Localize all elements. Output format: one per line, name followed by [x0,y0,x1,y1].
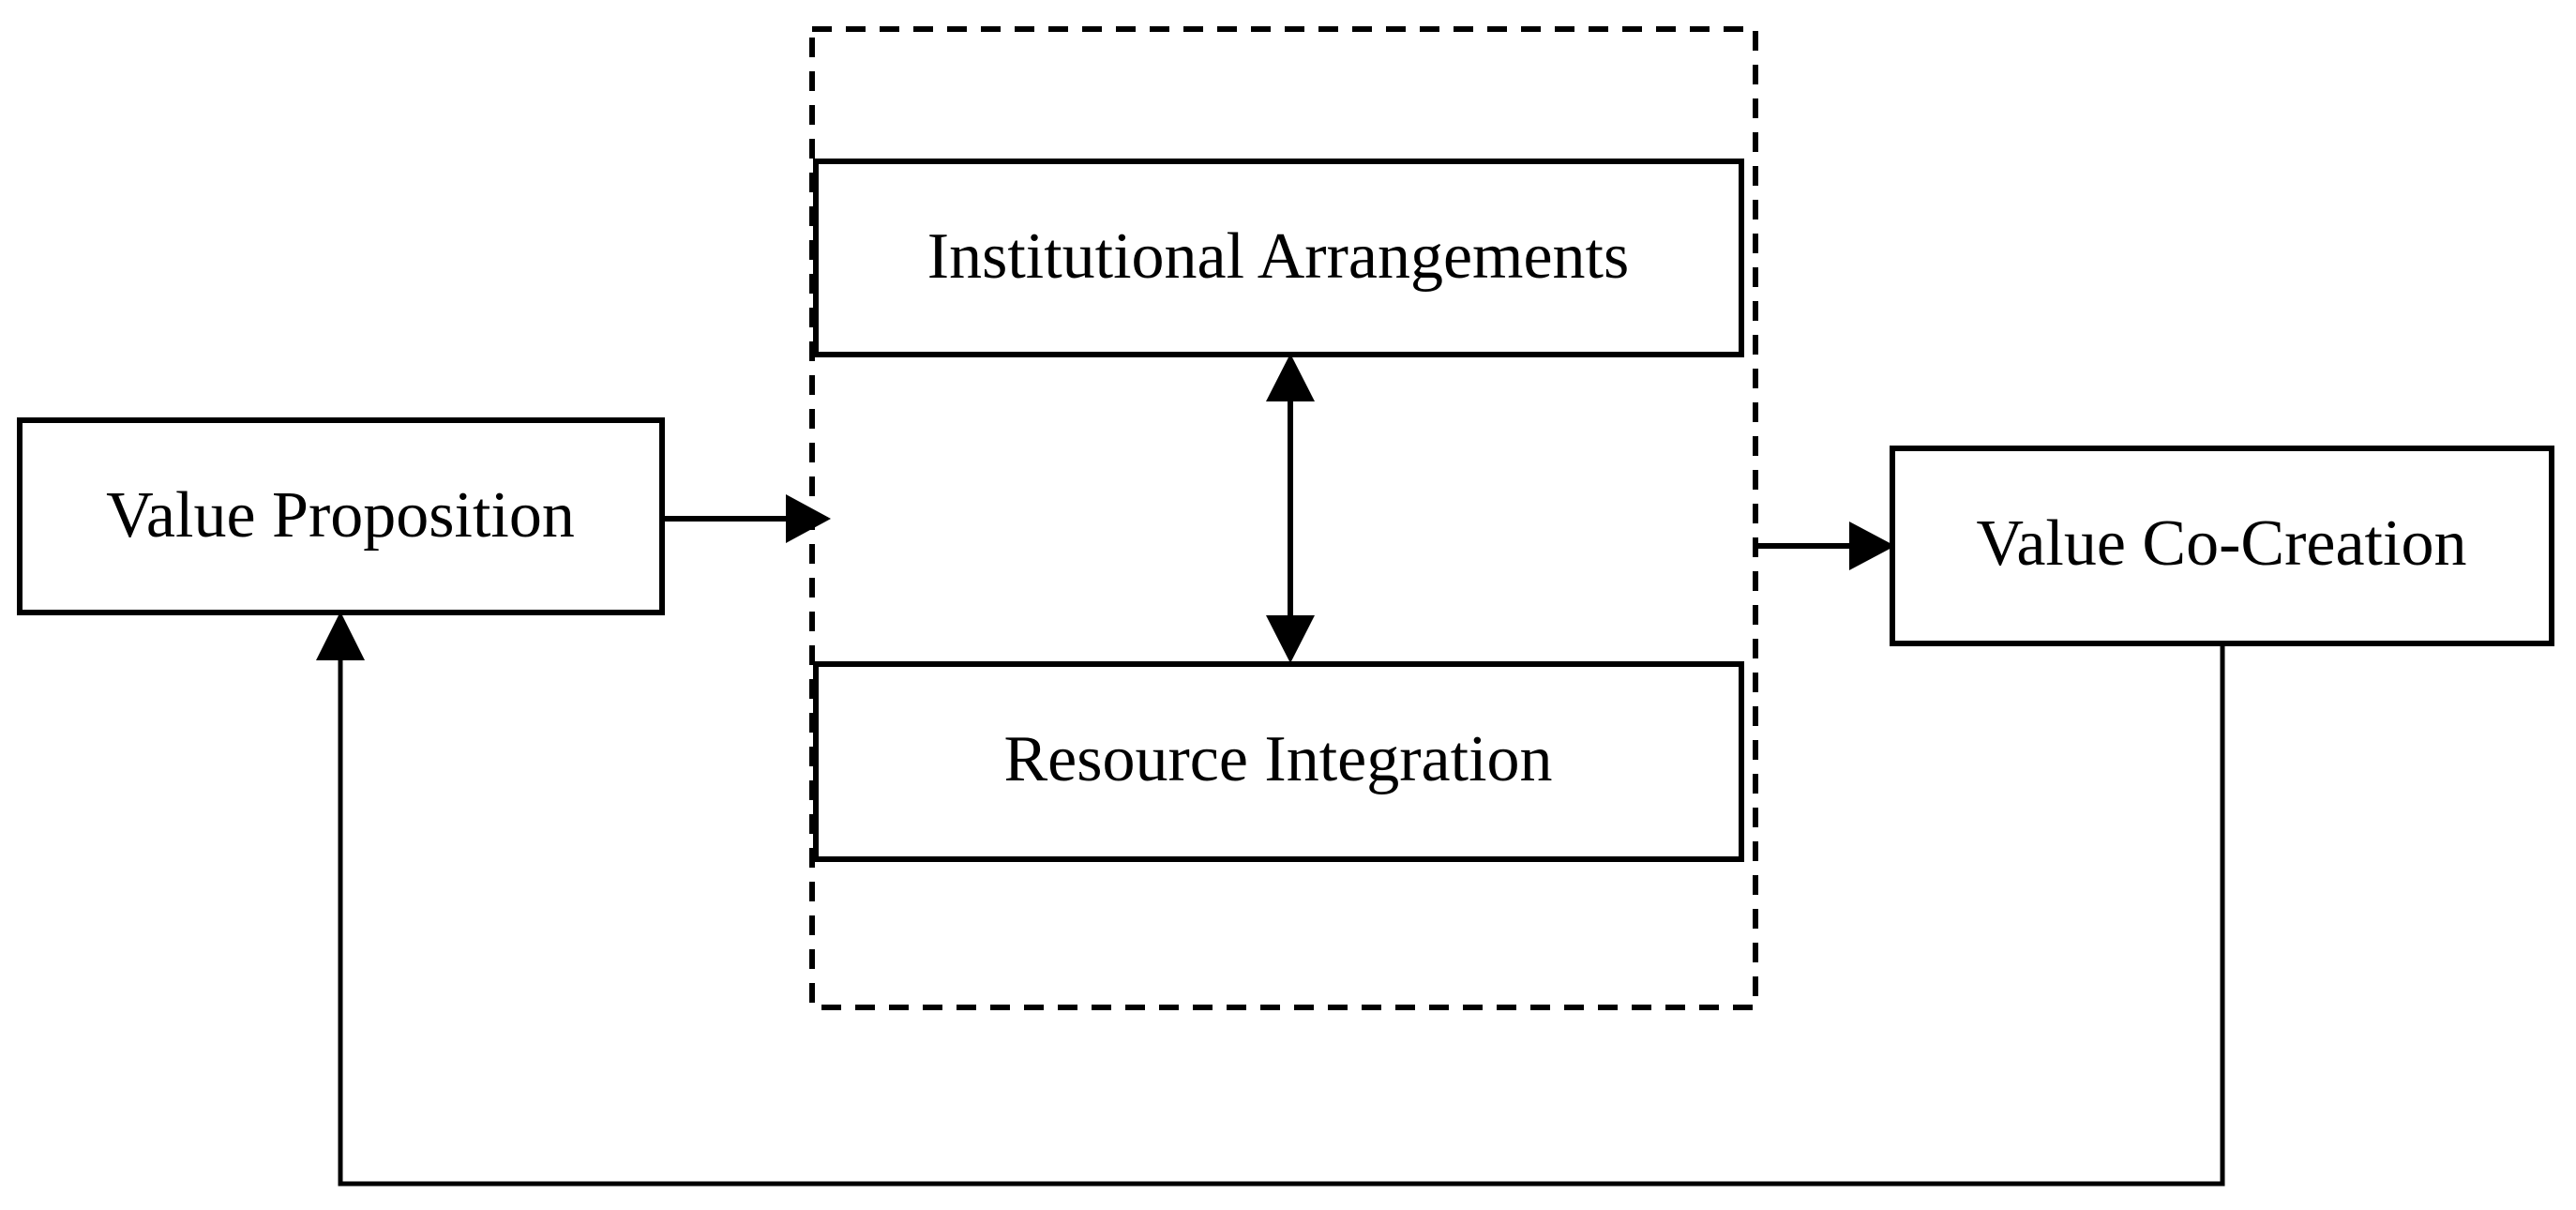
edge-bidirectional-arrowhead-down-icon [1266,615,1315,663]
edge-feedback-arrowhead-icon [316,612,365,660]
value-co-creation-box[interactable] [1890,446,2554,646]
edge-vcc-feedback-to-vp [316,612,2225,1187]
node-value-co-creation[interactable]: Value Co-Creation [1890,446,2554,646]
value-proposition-box[interactable] [17,417,665,615]
resource-integration-label: Resource Integration [1003,723,1552,795]
edge-vp-to-group [662,494,831,543]
edge-institutional-resource-bidirectional [1266,354,1315,663]
edge-bidirectional-arrowhead-up-icon [1266,354,1315,401]
value-proposition-label: Value Proposition [106,479,575,552]
institutional-arrangements-box[interactable] [813,159,1744,357]
edge-group-to-vcc [1755,522,1895,570]
node-value-proposition[interactable]: Value Proposition [17,417,665,615]
edge-feedback-polyline [338,638,2225,1187]
node-institutional-arrangements[interactable]: Institutional Arrangements [813,159,1744,357]
value-co-creation-label: Value Co-Creation [1977,507,2467,580]
node-resource-integration[interactable]: Resource Integration [813,661,1744,862]
institutional-arrangements-label: Institutional Arrangements [927,220,1629,293]
edge-vp-to-group-arrowhead-icon [786,494,831,543]
resource-integration-box[interactable] [813,661,1744,862]
edge-group-to-vcc-arrowhead-icon [1849,522,1895,570]
